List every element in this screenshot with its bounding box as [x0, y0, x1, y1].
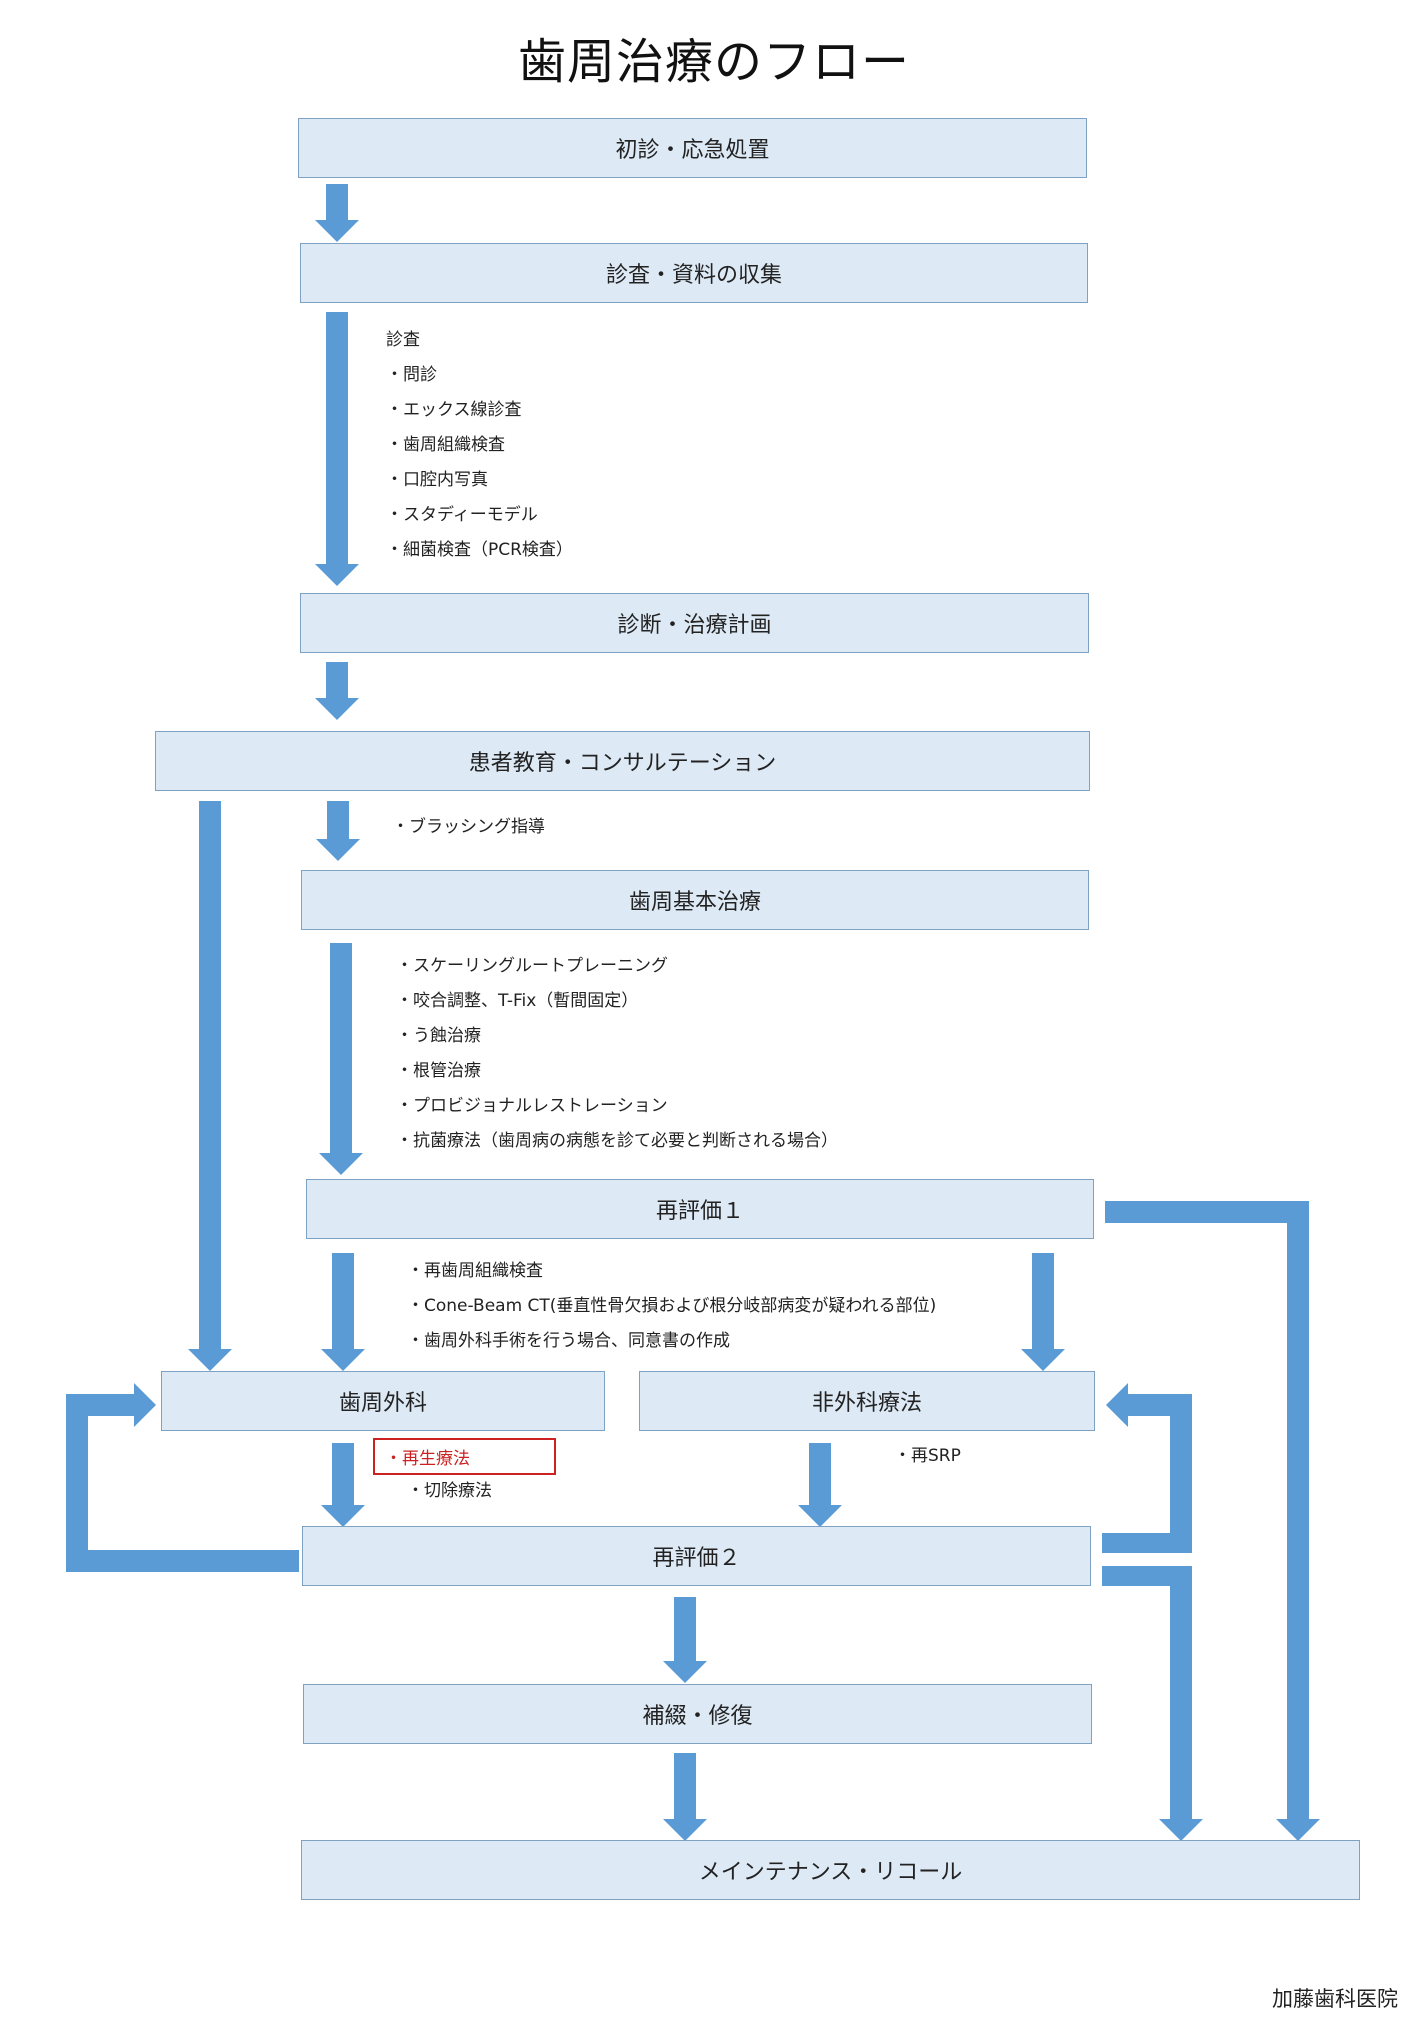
non-surgical-notes: ・再SRP	[894, 1439, 961, 1474]
box-diagnosis-label: 診断・治療計画	[617, 613, 772, 638]
arrow-down-3	[315, 662, 359, 720]
box-maintenance: メインテナンス・リコール	[301, 1840, 1360, 1900]
page-title: 歯周治療のフロー	[517, 34, 910, 90]
note-item: ・スタディーモデル	[386, 505, 538, 525]
regenerative-therapy-label: ・再生療法	[385, 1449, 470, 1469]
note-item: ・問診	[386, 365, 437, 385]
box-reevaluation-2-label: 再評価２	[652, 1546, 741, 1571]
arrow-geka-saihyoka2	[321, 1443, 365, 1527]
note-item: ・抗菌療法（歯周病の病態を診て必要と判断される場合）	[396, 1131, 838, 1151]
regenerative-therapy-highlight: ・再生療法	[373, 1438, 556, 1475]
box-non-surgical-label: 非外科療法	[811, 1391, 922, 1416]
note-item: ・歯周組織検査	[386, 435, 505, 455]
box-patient-education-label: 患者教育・コンサルテーション	[468, 751, 777, 776]
arrow-saihyoka2-higeka	[1102, 1383, 1192, 1553]
box-reevaluation-1: 再評価１	[306, 1179, 1094, 1239]
box-basic-treatment-label: 歯周基本治療	[628, 890, 761, 915]
surgery-notes: ・切除療法	[407, 1474, 492, 1509]
education-notes: ・ブラッシング指導	[392, 810, 545, 845]
arrow-saihyoka1-maintenance	[1105, 1201, 1320, 1841]
note-item: 診査	[386, 330, 420, 350]
arrow-saihyoka1-geka	[321, 1253, 365, 1371]
note-item: ・細菌検査（PCR検査）	[386, 540, 573, 560]
arrow-saihyoka1-higeka	[1021, 1253, 1065, 1371]
arrow-higeka-saihyoka2	[798, 1443, 842, 1527]
note-item: ・再歯周組織検査	[407, 1261, 543, 1281]
arrow-down-5	[319, 943, 363, 1175]
box-diagnosis: 診断・治療計画	[300, 593, 1089, 653]
note-item: ・エックス線診査	[386, 400, 522, 420]
arrow-down-2	[315, 312, 359, 586]
arrow-down-7	[663, 1753, 707, 1841]
note-item: ・スケーリングルートプレーニング	[396, 956, 668, 976]
box-maintenance-label: メインテナンス・リコール	[698, 1860, 963, 1885]
note-item: ・切除療法	[407, 1481, 492, 1501]
box-non-surgical: 非外科療法	[639, 1371, 1095, 1431]
box-periodontal-surgery: 歯周外科	[161, 1371, 605, 1431]
examination-notes: 診査 ・問診 ・エックス線診査 ・歯周組織検査 ・口腔内写真 ・スタディーモデル…	[386, 323, 573, 568]
note-item: ・咬合調整、T-Fix（暫間固定）	[396, 991, 639, 1011]
arrow-saihyoka2-geka	[66, 1383, 299, 1572]
arrow-down-6	[663, 1597, 707, 1683]
note-item: ・プロビジョナルレストレーション	[396, 1096, 668, 1116]
note-item: ・ブラッシング指導	[392, 817, 545, 837]
box-reevaluation-1-label: 再評価１	[655, 1199, 744, 1224]
box-examination-label: 診査・資料の収集	[605, 263, 782, 288]
arrow-kyoiku-geka	[188, 801, 232, 1371]
box-initial-visit: 初診・応急処置	[298, 118, 1087, 178]
note-item: ・う蝕治療	[396, 1026, 481, 1046]
clinic-name: 加藤歯科医院	[1272, 1987, 1398, 2011]
arrow-down-1	[315, 184, 359, 242]
box-reevaluation-2: 再評価２	[302, 1526, 1091, 1586]
basic-treatment-notes: ・スケーリングルートプレーニング ・咬合調整、T-Fix（暫間固定） ・う蝕治療…	[396, 949, 838, 1159]
box-initial-visit-label: 初診・応急処置	[615, 138, 770, 163]
arrow-down-4	[316, 801, 360, 861]
reevaluation-1-notes: ・再歯周組織検査 ・Cone-Beam CT(垂直性骨欠損および根分岐部病変が疑…	[407, 1254, 936, 1359]
box-prosthetics: 補綴・修復	[303, 1684, 1092, 1744]
box-examination: 診査・資料の収集	[300, 243, 1088, 303]
note-item: ・歯周外科手術を行う場合、同意書の作成	[407, 1331, 730, 1351]
arrow-saihyoka2-maintenance	[1102, 1566, 1203, 1841]
box-basic-treatment: 歯周基本治療	[301, 870, 1089, 930]
note-item: ・再SRP	[894, 1446, 961, 1466]
note-item: ・根管治療	[396, 1061, 481, 1081]
box-patient-education: 患者教育・コンサルテーション	[155, 731, 1090, 791]
note-item: ・口腔内写真	[386, 470, 488, 490]
note-item: ・Cone-Beam CT(垂直性骨欠損および根分岐部病変が疑われる部位)	[407, 1296, 937, 1316]
box-periodontal-surgery-label: 歯周外科	[338, 1391, 427, 1416]
box-prosthetics-label: 補綴・修復	[642, 1704, 753, 1729]
